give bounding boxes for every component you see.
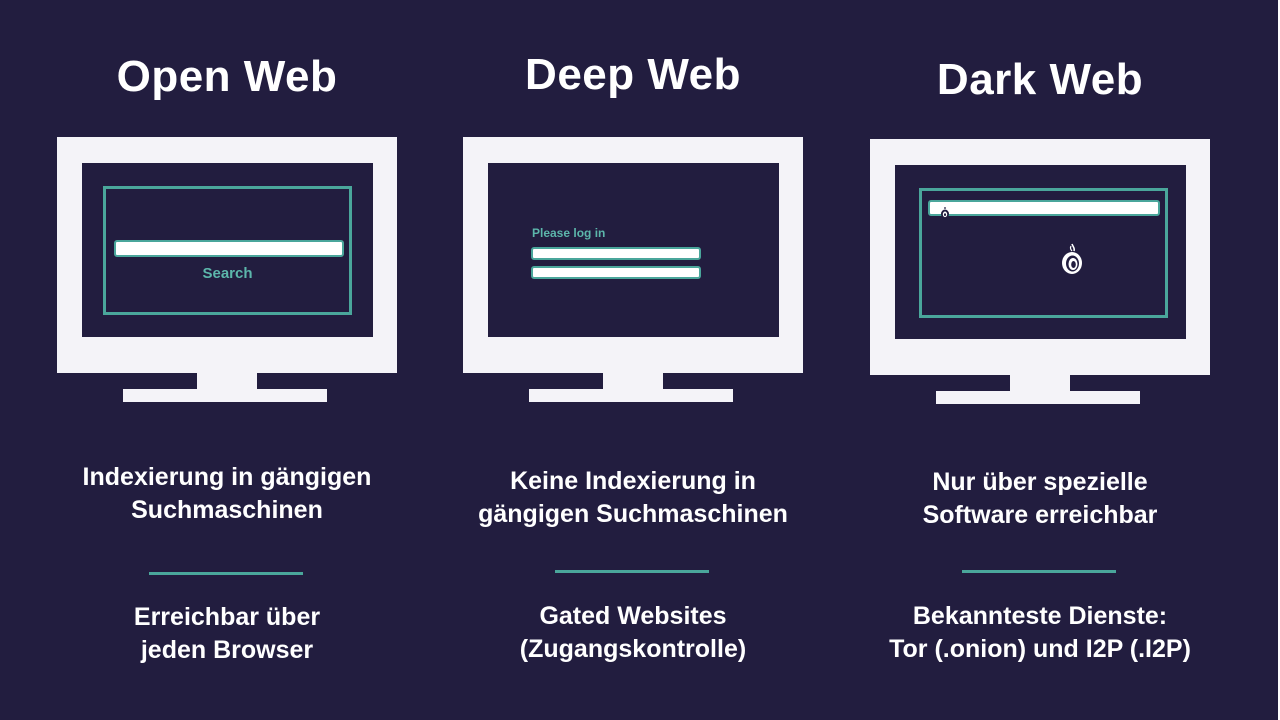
description-line: Keine Indexierung in — [510, 467, 756, 495]
column-open-web: Open Web Search Indexierung in gängigen … — [27, 0, 427, 720]
monitor-screen: Search — [82, 163, 373, 337]
heading-deep-web: Deep Web — [525, 50, 741, 99]
monitor-neck — [603, 373, 663, 389]
search-input[interactable] — [114, 240, 344, 257]
access-line: Gated Websites — [539, 602, 727, 630]
description-deep-web: Keine Indexierung in gängigen Suchmaschi… — [433, 465, 833, 531]
browser-panel — [919, 188, 1168, 318]
monitor-screen — [895, 165, 1186, 339]
login-prompt: Please log in — [532, 226, 606, 240]
monitor-bezel: Please log in — [463, 137, 803, 373]
access-line: Bekannteste Dienste: — [912, 602, 1168, 630]
access-line: jeden Browser — [140, 636, 314, 664]
access-deep-web: Gated Websites (Zugangskontrolle) — [433, 600, 833, 666]
monitor-deep-web: Please log in — [463, 137, 803, 402]
tor-onion-icon — [941, 207, 949, 219]
column-deep-web: Deep Web Please log in Keine Indexierung… — [433, 0, 833, 720]
column-dark-web: Dark Web — [840, 0, 1240, 720]
description-line: gängigen Suchmaschinen — [478, 500, 788, 528]
monitor-foot — [936, 391, 1140, 404]
access-dark-web: Bekannteste Dienste: Tor (.onion) und I2… — [840, 600, 1240, 666]
access-line: (Zugangskontrolle) — [519, 635, 747, 663]
monitor-neck — [197, 373, 257, 389]
monitor-neck — [1010, 375, 1070, 391]
description-line: Software erreichbar — [922, 501, 1158, 529]
monitor-bezel: Search — [57, 137, 397, 373]
monitor-open-web: Search — [57, 137, 397, 402]
frame-edge — [1278, 0, 1280, 720]
search-panel: Search — [103, 186, 352, 315]
description-line: Nur über spezielle — [932, 468, 1148, 496]
tor-onion-icon — [1062, 243, 1082, 274]
access-line: Erreichbar über — [133, 603, 321, 631]
divider — [149, 572, 303, 575]
access-open-web: Erreichbar über jeden Browser — [27, 601, 427, 667]
heading-dark-web: Dark Web — [936, 55, 1144, 104]
access-line: Tor (.onion) und I2P (.I2P) — [889, 635, 1191, 663]
description-line: Suchmaschinen — [131, 496, 323, 524]
password-field[interactable] — [531, 266, 701, 279]
description-dark-web: Nur über spezielle Software erreichbar — [840, 466, 1240, 532]
search-label[interactable]: Search — [202, 265, 253, 282]
description-open-web: Indexierung in gängigen Suchmaschinen — [27, 461, 427, 527]
monitor-foot — [123, 389, 327, 402]
onion-address-bar[interactable] — [928, 200, 1160, 219]
heading-open-web: Open Web — [116, 52, 338, 101]
monitor-bezel — [870, 139, 1210, 375]
username-field[interactable] — [531, 247, 701, 260]
monitor-screen: Please log in — [488, 163, 779, 337]
monitor-dark-web — [870, 139, 1210, 404]
divider — [555, 570, 709, 573]
description-line: Indexierung in gängigen — [82, 463, 372, 491]
monitor-foot — [529, 389, 733, 402]
divider — [962, 570, 1116, 573]
